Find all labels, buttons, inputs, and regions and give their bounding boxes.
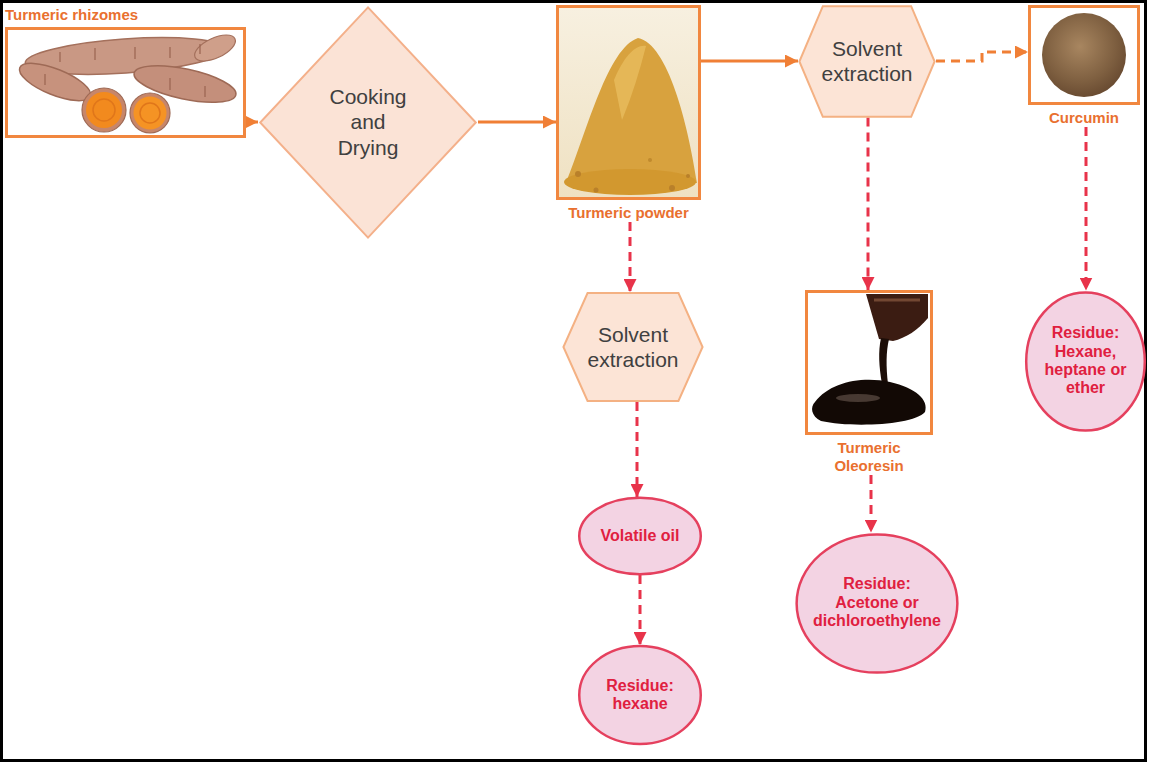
- process-hexagon-outline: [798, 5, 936, 118]
- result-text: Residue: Hexane, heptane or ether: [1038, 324, 1134, 398]
- dashed-flow-arrow: [936, 52, 1028, 61]
- image-caption: Curcumin: [1028, 109, 1140, 127]
- ellipse-shape: [579, 498, 701, 574]
- text-stack: Solvent extraction: [579, 322, 687, 372]
- flow-arrow: [246, 121, 258, 124]
- image-frame: [805, 290, 933, 435]
- dashed-flow-arrow: [636, 402, 639, 497]
- hexagon-shape: [799, 6, 934, 117]
- text-stack: Cooking and Drying: [320, 84, 416, 160]
- image-frame: [5, 27, 246, 138]
- dashed-flow-arrow: [629, 222, 632, 292]
- curcumin-picture: [1042, 13, 1126, 97]
- oleoresin-picture: [812, 294, 928, 425]
- text-stack: Residue: Acetone or dichloroethylene: [812, 575, 942, 630]
- dashed-flow-arrow: [1085, 127, 1088, 291]
- text-stack: Residue: Hexane, heptane or ether: [1038, 324, 1134, 398]
- result-ellipse: Residue: Hexane, heptane or ether: [1025, 291, 1146, 432]
- dashed-flow-arrow: [639, 575, 642, 645]
- process-hexagon: Solvent extraction: [798, 5, 936, 118]
- step-text: Cooking and Drying: [320, 84, 416, 160]
- text-stack: Residue: hexane: [595, 677, 685, 714]
- image-box: Turmeric Oleoresin: [805, 290, 933, 475]
- image-box: Turmeric powder: [556, 5, 701, 222]
- text-stack: Volatile oil: [601, 527, 680, 545]
- ellipse-shape: [1026, 292, 1145, 430]
- image-frame: [556, 5, 701, 200]
- diamond-shape: [260, 7, 476, 237]
- ellipse-shape: [579, 646, 701, 744]
- flow-arrow: [701, 60, 798, 63]
- decision-diamond: Cooking and Drying: [258, 5, 478, 240]
- result-text: Volatile oil: [601, 527, 680, 545]
- result-ellipse: Residue: Acetone or dichloroethylene: [795, 533, 959, 674]
- process-hexagon-outline: [562, 292, 704, 402]
- dashed-flow-arrow: [870, 475, 873, 533]
- image-caption: Turmeric Oleoresin: [805, 439, 933, 475]
- result-ellipse: Residue: hexane: [578, 645, 702, 745]
- dashed-flow-arrow: [867, 118, 870, 291]
- result-text: Residue: hexane: [595, 677, 685, 714]
- process-hexagon: Solvent extraction: [562, 292, 704, 402]
- result-text: Residue: Acetone or dichloroethylene: [812, 575, 942, 630]
- rhizome-picture: [15, 30, 239, 133]
- image-caption: Turmeric rhizomes: [5, 6, 246, 24]
- image-caption: Turmeric powder: [556, 204, 701, 222]
- ellipse-shape: [797, 534, 958, 672]
- image-frame: [1028, 5, 1140, 105]
- step-text: Solvent extraction: [579, 322, 687, 372]
- image-box: Curcumin: [1028, 5, 1140, 127]
- hexagon-shape: [563, 293, 702, 401]
- flow-arrow: [478, 121, 556, 124]
- powder-picture: [559, 8, 698, 197]
- step-text: Solvent extraction: [813, 36, 921, 86]
- text-stack: Solvent extraction: [813, 36, 921, 86]
- image-box: Turmeric rhizomes: [5, 6, 246, 138]
- result-ellipse: Volatile oil: [578, 497, 702, 575]
